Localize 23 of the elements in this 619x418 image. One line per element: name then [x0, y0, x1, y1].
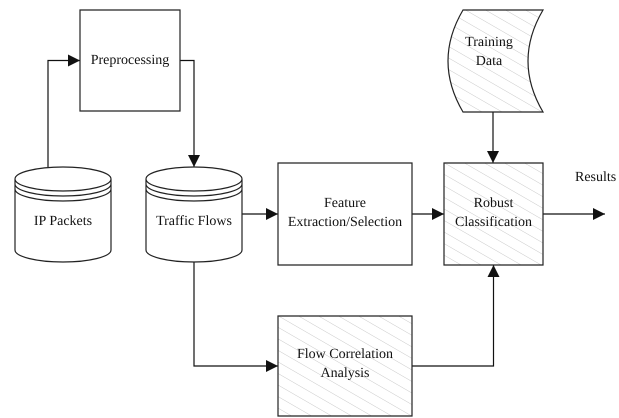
arrow — [412, 265, 500, 367]
process-box — [278, 316, 412, 416]
arrow — [47, 54, 80, 167]
arrow — [193, 262, 278, 372]
arrow — [412, 208, 444, 220]
node-label: IP Packets — [32, 213, 94, 231]
database-cylinder — [15, 167, 111, 262]
node-label: Flow Correlation Analysis — [296, 346, 394, 383]
node-label: Preprocessing — [90, 52, 170, 70]
process-box — [444, 163, 543, 265]
database-cylinder — [146, 167, 242, 262]
arrow — [543, 208, 605, 220]
process-box — [278, 163, 412, 265]
node-label: Feature Extraction/Selection — [286, 195, 404, 232]
arrow — [487, 112, 499, 163]
node-label: Traffic Flows — [155, 213, 233, 231]
node-label: Robust Classification — [454, 195, 533, 232]
stored-data-shape — [445, 10, 543, 112]
output-label: Results — [575, 170, 616, 186]
process-box — [80, 10, 180, 111]
arrow — [242, 208, 278, 220]
node-label: Training Data — [464, 34, 514, 71]
arrow — [180, 60, 200, 167]
